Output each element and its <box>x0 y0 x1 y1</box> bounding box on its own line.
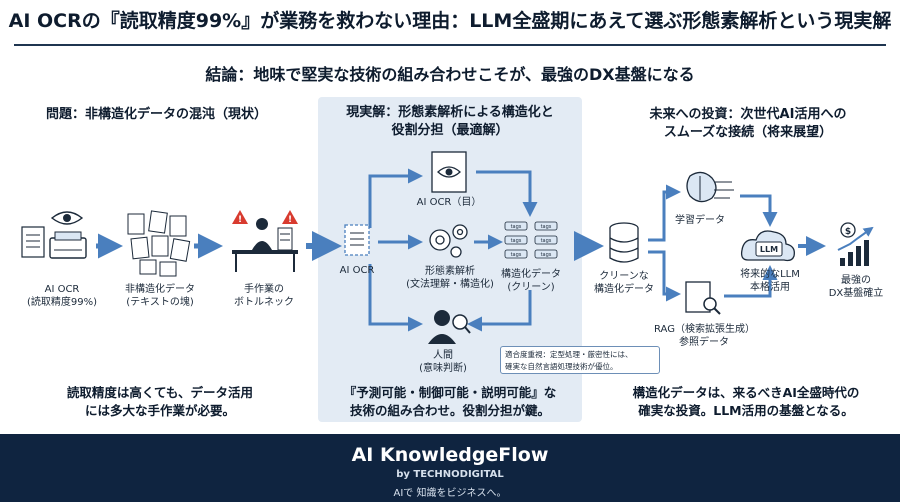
database-icon <box>609 222 639 263</box>
svg-text:$: $ <box>845 227 851 237</box>
conclusion-text: 結論：地味で堅実な技術の組み合わせこそが、最強のDX基盤になる <box>205 65 695 84</box>
rag-search-document-icon <box>685 281 721 315</box>
ocr-label: AI OCR(読取精度99%) <box>26 284 98 308</box>
ocr-eye-document-icon <box>431 151 467 193</box>
solution-heading: 現実解：形態素解析による構造化と 役割分担（最適解） <box>330 104 570 140</box>
morphological-analysis-label: 形態素解析(文法理解・構造化) <box>406 266 494 290</box>
stressed-worker-icon: ! ! <box>232 210 298 272</box>
rag-reference-data-label: RAG（検索拡張生成）参照データ <box>654 324 755 348</box>
structured-data-label: 構造化データ(クリーン) <box>501 269 561 293</box>
structured-tags-icon: tags tags tags tags tags tags <box>504 221 558 259</box>
manual-bottleneck-label: 手作業のボトルネック <box>234 284 294 308</box>
ocr-eye-label: AI OCR（目） <box>416 197 482 208</box>
brand-tagline: AIで 知識をビジネスへ。 <box>393 488 507 499</box>
future-heading-line: 未来への投資：次世代AI活用への <box>649 107 847 122</box>
suitability-note: 適合度重視：定型処理・厳密性には、確実な自然言語処理技術が優位。 <box>500 346 660 374</box>
footer-bar <box>0 434 900 502</box>
tag-label: tags <box>511 252 522 258</box>
solution-heading-line: 現実解：形態素解析による構造化と <box>346 105 554 120</box>
brain-icon <box>686 171 734 203</box>
llm-cloud-icon: LLM <box>740 230 795 262</box>
solution-heading-line: 役割分担（最適解） <box>391 123 509 138</box>
problem-caption: 読取精度は高くても、データ活用には多大な手作業が必要。 <box>66 385 254 418</box>
tag-label: tags <box>541 252 552 258</box>
brand-company: by TECHNODIGITAL <box>396 469 504 480</box>
svg-text:!: ! <box>288 215 292 225</box>
title-divider <box>14 44 886 46</box>
human-label: 人間(意味判断) <box>419 350 467 374</box>
unstructured-data-label: 非構造化データ(テキストの塊) <box>125 284 195 308</box>
tag-label: tags <box>511 238 522 244</box>
brand-name: AI KnowledgeFlow <box>351 444 549 466</box>
ocr-input-label: AI OCR <box>339 265 375 276</box>
solution-caption: 『予測可能・制御可能・説明可能』な技術の組み合わせ。役割分担が鍵。 <box>343 385 557 418</box>
growth-chart-icon: $ <box>837 222 874 266</box>
morphological-analysis-gear-icon <box>429 224 468 258</box>
training-data-label: 学習データ <box>675 215 725 226</box>
problem-heading: 問題：非構造化データの混沌（現状） <box>46 107 268 122</box>
scanner-eye-icon <box>49 211 87 259</box>
future-heading: 未来への投資：次世代AI活用への スムーズな接続（将来展望） <box>598 106 898 142</box>
ocr-input-document-icon <box>344 224 370 256</box>
tag-label: tags <box>541 224 552 230</box>
future-caption: 構造化データは、来るべきAI全盛時代の確実な投資。LLM活用の基盤となる。 <box>632 385 860 418</box>
tag-label: tags <box>541 238 552 244</box>
unstructured-documents-icon <box>127 210 191 277</box>
page-title: AI OCRの『読取精度99%』が業務を救わない理由：LLM全盛期にあえて選ぶ形… <box>8 10 892 32</box>
future-heading-line: スムーズな接続（将来展望） <box>663 125 833 140</box>
llm-badge: LLM <box>760 245 778 254</box>
svg-text:!: ! <box>238 215 242 225</box>
human-reviewer-icon <box>428 310 471 344</box>
clean-structured-data-label: クリーンな構造化データ <box>594 271 654 295</box>
tag-label: tags <box>511 224 522 230</box>
source-document-icon <box>21 226 45 258</box>
